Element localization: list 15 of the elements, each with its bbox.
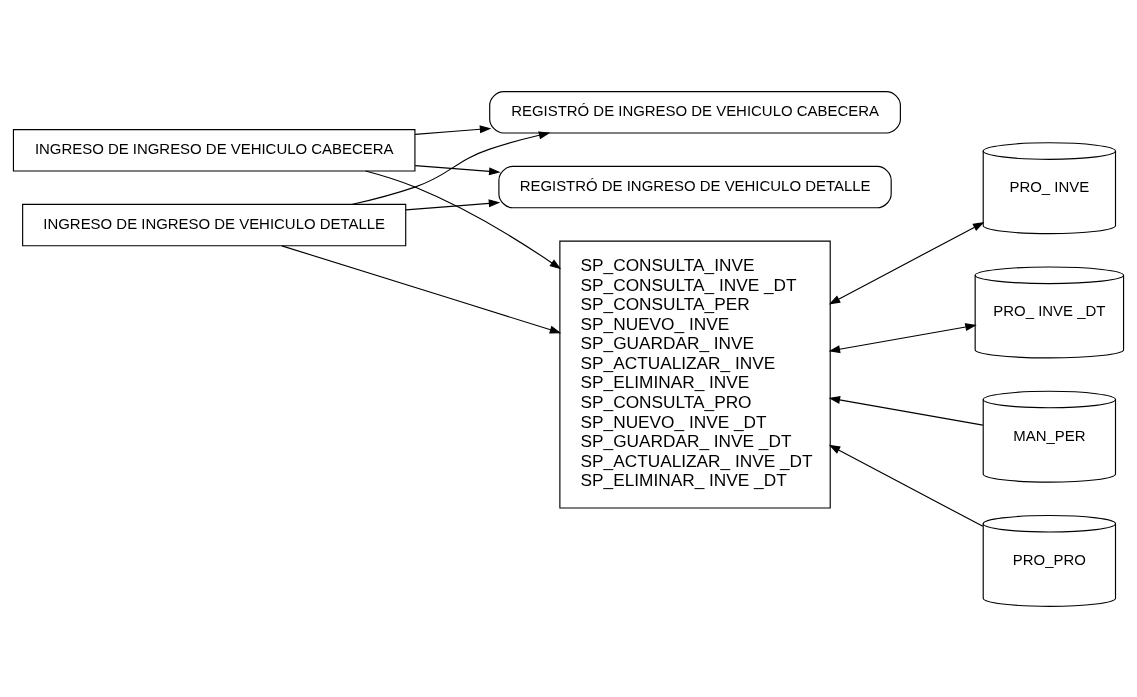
arrow — [828, 221, 985, 304]
arrow — [405, 198, 501, 210]
node-box: REGISTRÓ DE INGRESO DE VEHICULO DETALLE — [498, 165, 892, 208]
arrow — [281, 244, 562, 334]
node-box: INGRESO DE INGRESO DE VEHICULO CABECERA — [12, 128, 416, 172]
arrow — [414, 124, 492, 135]
arrow — [364, 169, 562, 269]
arrow — [828, 444, 984, 527]
node-box: SP_CONSULTA_INVE SP_CONSULTA_ INVE _DT SP_CONSULTA_PER SP_NUEVO_ INVE SP_GUARDAR_ INVE SP_ACTUALIZAR_ INVE SP_ELIMINAR_ INVE SP_CONSULTA_PRO SP_NUEVO_ INVE _DT SP_GUARDAR_ INVE _DT SP_ACTUALIZAR_ INVE _DT SP_ELIMINAR_ INVE _DT — [559, 240, 831, 509]
arrow — [828, 322, 977, 353]
arrow — [828, 395, 984, 426]
node-box: REGISTRÓ DE INGRESO DE VEHICULO CABECERA — [489, 90, 901, 134]
node-box: INGRESO DE INGRESO DE VEHICULO DETALLE — [22, 203, 407, 246]
arrow — [414, 164, 501, 175]
arrow — [351, 130, 551, 205]
